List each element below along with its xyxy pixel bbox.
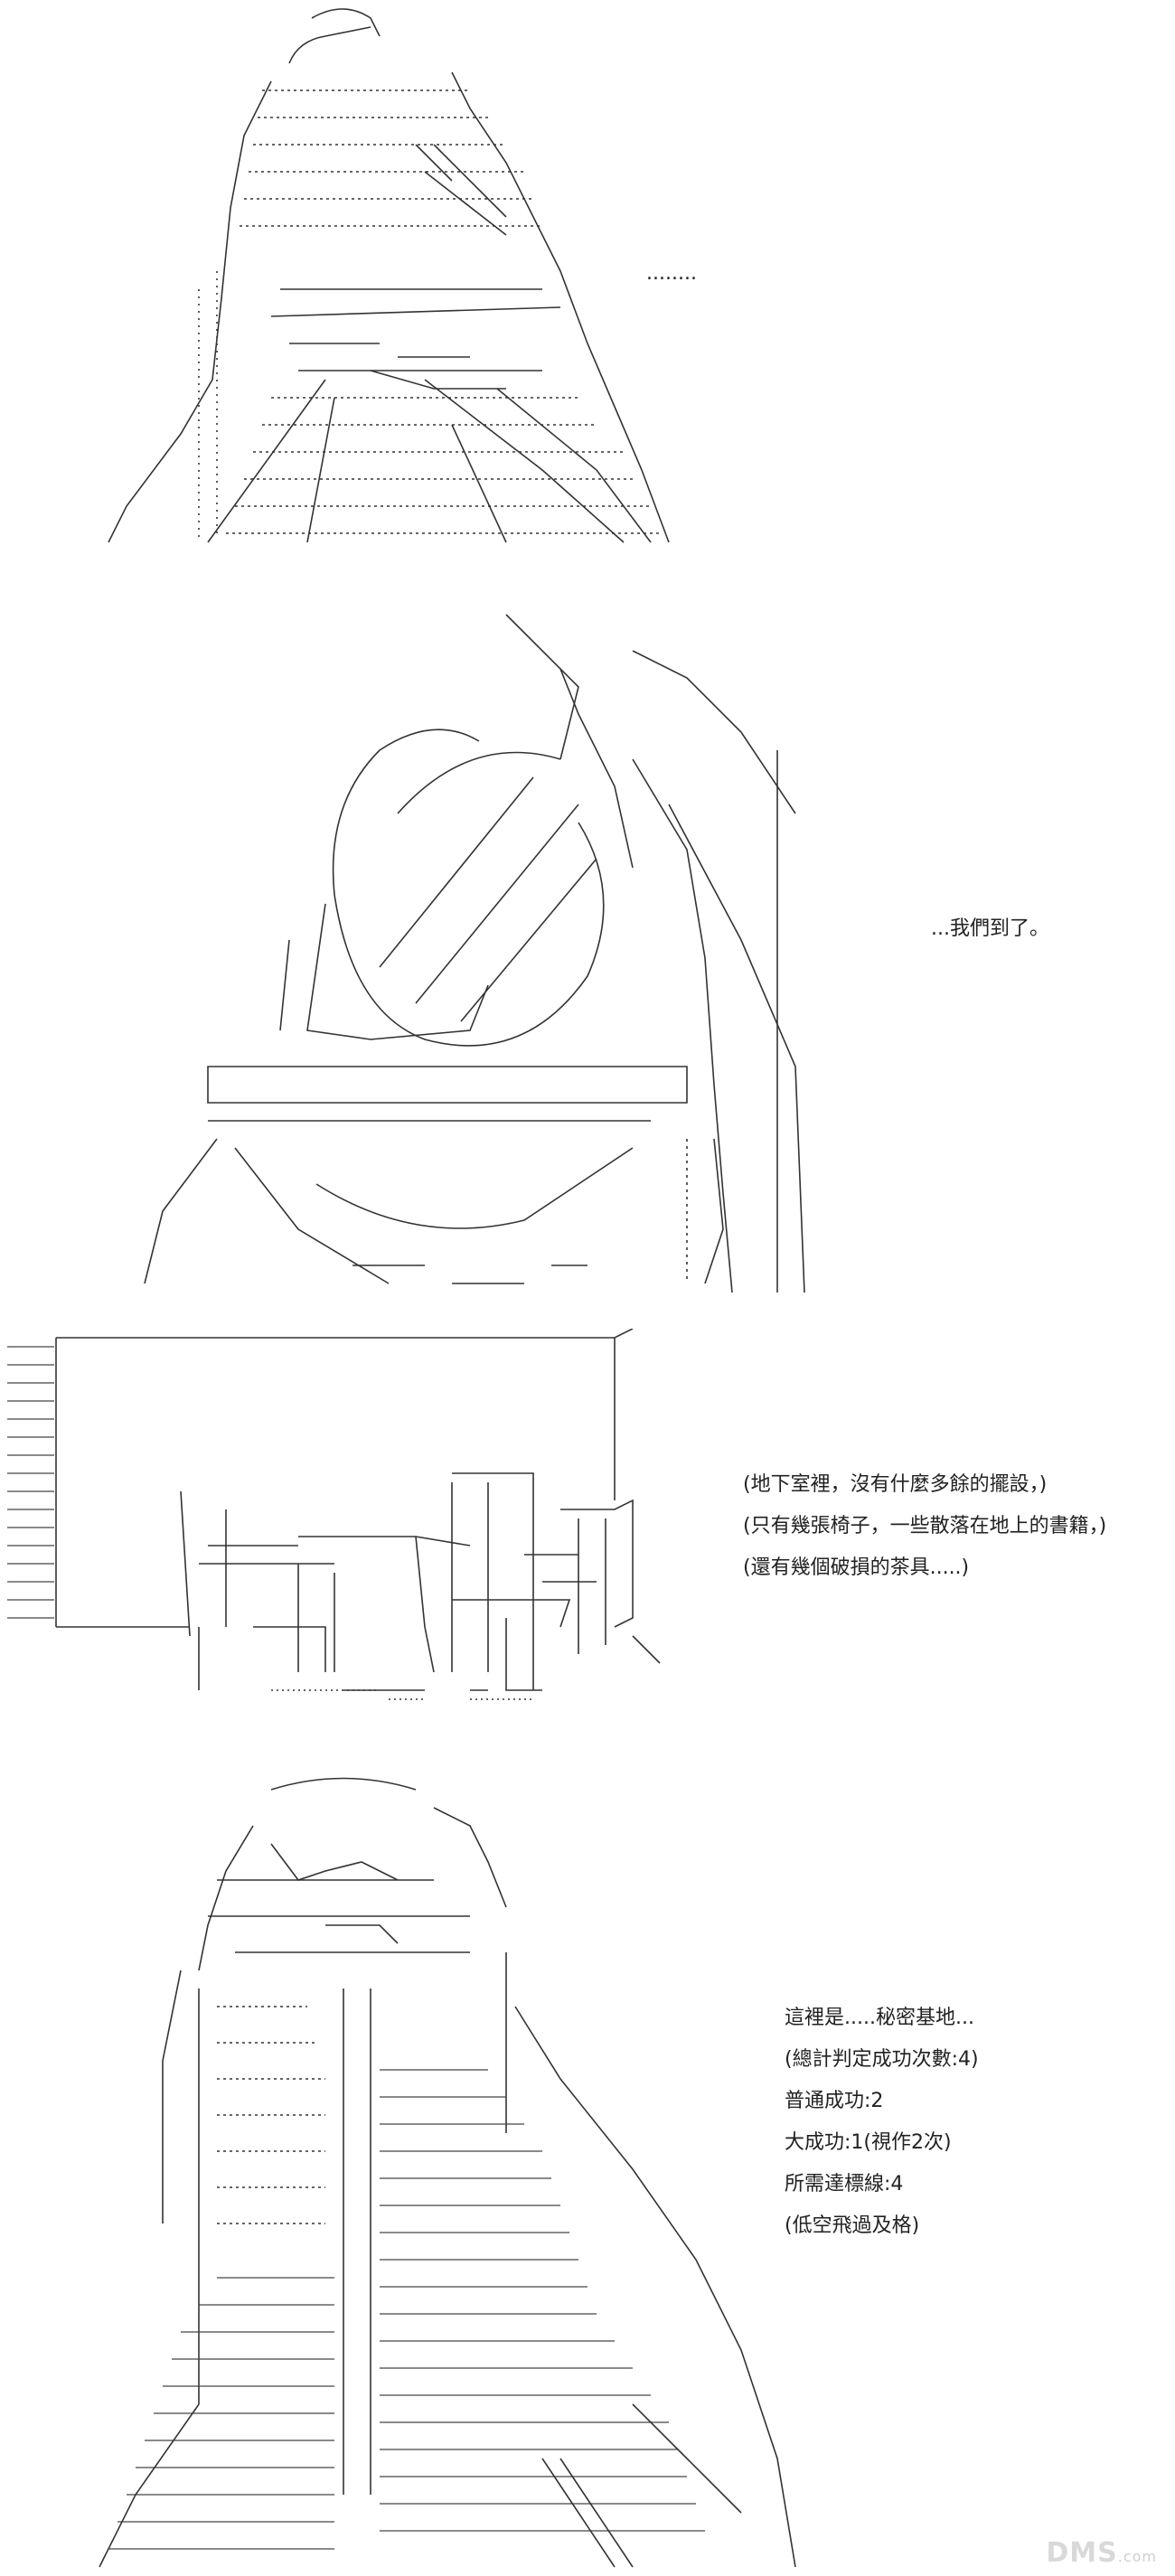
panel-2: ...我們到了。: [0, 597, 1175, 1320]
hooded-figure-art: [0, 0, 1175, 560]
basement-room-art: [0, 1329, 1175, 1726]
watermark-suffix: .com: [1117, 2548, 1157, 2565]
stats-line-3: 普通成功:2: [785, 2090, 884, 2112]
figure-closeup-art: [0, 597, 1175, 1320]
panel-4: 這裡是.....秘密基地... (總計判定成功次數:4) 普通成功:2 大成功:…: [0, 1772, 1175, 2576]
caption-line-3: (還有幾個破損的茶具.....): [743, 1556, 970, 1579]
stats-line-2: (總計判定成功次數:4): [785, 2048, 979, 2071]
character-art: [0, 1772, 1175, 2576]
stats-line-4: 大成功:1(視作2次): [785, 2131, 952, 2154]
site-watermark: DMS.com: [1046, 2537, 1157, 2569]
watermark-brand: DMS: [1046, 2537, 1118, 2569]
panel-1: ........: [0, 0, 1175, 560]
caption-line-1: (地下室裡，沒有什麼多餘的擺設，): [743, 1473, 1048, 1496]
caption-line-2: (只有幾張椅子，一些散落在地上的書籍，): [743, 1515, 1107, 1537]
panel-3-captions: (地下室裡，沒有什麼多餘的擺設，) (只有幾張椅子，一些散落在地上的書籍，) (…: [743, 1464, 1106, 1589]
stats-line-6: (低空飛過及格): [785, 2214, 920, 2237]
panel-2-caption: ...我們到了。: [931, 917, 1049, 940]
panel-1-caption: ........: [646, 262, 697, 285]
panel-4-captions: 這裡是.....秘密基地... (總計判定成功次數:4) 普通成功:2 大成功:…: [785, 1998, 979, 2247]
panel-3: (地下室裡，沒有什麼多餘的擺設，) (只有幾張椅子，一些散落在地上的書籍，) (…: [0, 1329, 1175, 1726]
stats-line-1: 這裡是.....秘密基地...: [785, 2007, 974, 2029]
stats-line-5: 所需達標線:4: [785, 2173, 904, 2195]
